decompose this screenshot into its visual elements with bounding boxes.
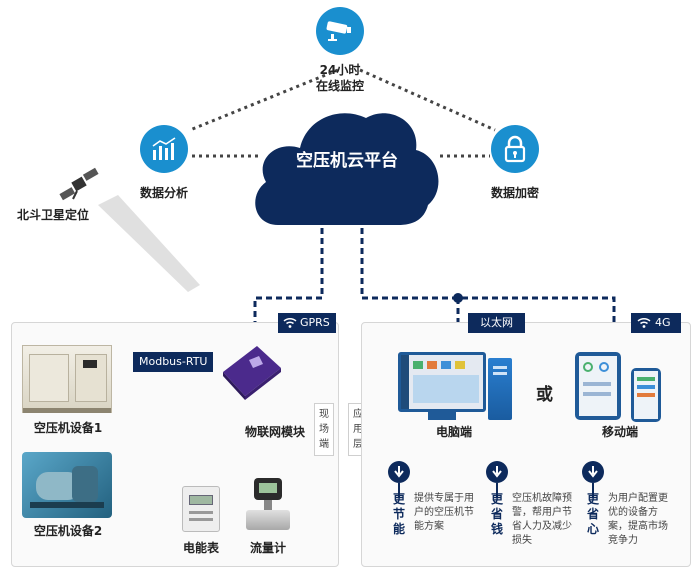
iot-module-label: 物联网模块: [244, 425, 305, 439]
encrypt-label: 数据加密: [490, 186, 539, 200]
app-layer-text: 应用层: [353, 409, 363, 450]
wifi-icon: [637, 317, 651, 328]
gprs-tag-label: GPRS: [300, 316, 330, 329]
monitor-label-line2: 在线监控: [315, 79, 364, 93]
pc-monitor-image: [398, 352, 486, 412]
compressor-device-2-image: [22, 452, 112, 518]
feature-connector: [496, 483, 498, 498]
analysis-node: [140, 125, 188, 173]
down-arrow-icon: [486, 461, 508, 483]
feature-title: 更省心: [586, 492, 599, 536]
device-2-label: 空压机设备2: [33, 524, 103, 538]
cloud-shape: [255, 113, 439, 225]
monitor-node: [316, 7, 364, 55]
pc-stand: [428, 412, 456, 420]
energy-meter-label: 电能表: [182, 541, 219, 555]
flow-meter-image: [246, 478, 290, 536]
energy-meter-image: [182, 486, 220, 532]
pc-tower-image: [488, 358, 512, 420]
modbus-tag: Modbus-RTU: [133, 352, 214, 372]
encrypt-node: [491, 125, 539, 173]
monitor-label: 24小时 在线监控: [312, 62, 368, 94]
cctv-camera-icon: [326, 21, 351, 41]
monitor-label-line1: 24小时: [319, 63, 361, 77]
feature-connector: [398, 483, 400, 498]
4g-tag-label: 4G: [655, 316, 671, 329]
feature-title: 更省钱: [490, 492, 503, 536]
down-arrow-icon: [582, 461, 604, 483]
or-label: 或: [536, 385, 553, 405]
tablet-image: [575, 352, 621, 420]
pc-label: 电脑端: [435, 425, 472, 439]
device-1-label: 空压机设备1: [33, 421, 103, 435]
field-layer-label: 现场端: [314, 403, 334, 456]
4g-tag: 4G: [631, 313, 681, 333]
feature-desc: 为用户配置更优的设备方案，提高市场竞争力: [608, 493, 668, 546]
satellite-label: 北斗卫星定位: [16, 208, 89, 222]
phone-image: [631, 368, 661, 422]
mobile-label: 移动端: [601, 425, 638, 439]
satellite-icon: [59, 167, 99, 201]
field-layer-text: 现场端: [319, 409, 329, 450]
wifi-icon: [283, 317, 297, 328]
flow-meter-label: 流量计: [249, 541, 286, 555]
lock-icon: [504, 135, 526, 163]
feature-desc: 提供专属于用户的空压机节能方案: [414, 493, 474, 532]
gprs-tag: GPRS: [278, 313, 336, 333]
iot-module-icon: [223, 346, 281, 400]
bar-chart-icon: [152, 137, 176, 160]
cloud-label: 空压机云平台: [296, 151, 398, 171]
feature-connector: [592, 483, 594, 498]
feature-desc: 空压机故障预警，帮用户节省人力及减少损失: [512, 493, 572, 546]
ethernet-tag: 以太网: [468, 313, 525, 333]
analysis-label: 数据分析: [139, 186, 188, 200]
down-arrow-icon: [388, 461, 410, 483]
feature-title: 更节能: [392, 492, 405, 536]
compressor-device-1-image: [22, 345, 112, 413]
